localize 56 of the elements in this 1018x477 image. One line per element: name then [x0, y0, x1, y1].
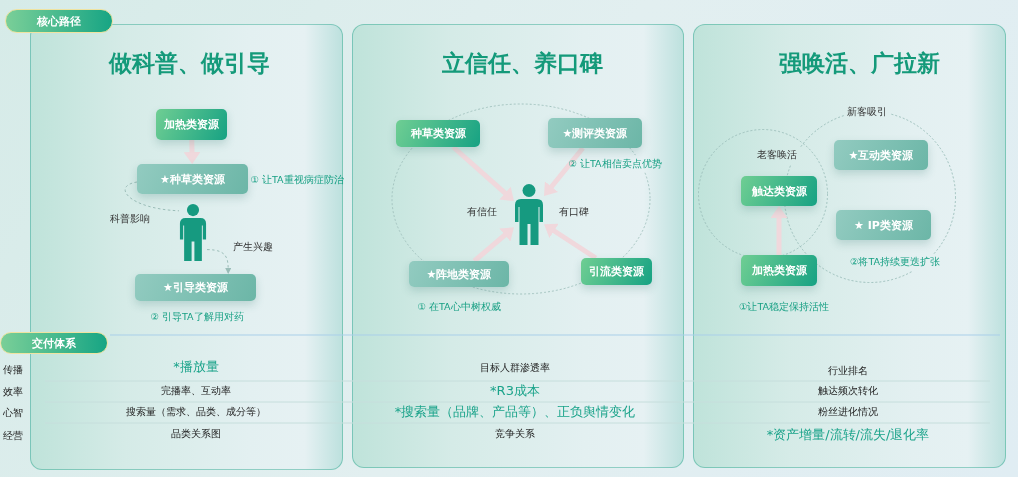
- resource-card: 触达类资源: [741, 176, 817, 206]
- metric-text: 行业排名: [828, 365, 868, 377]
- metric-text: 完播率、互动率: [161, 385, 231, 397]
- goal-note: ② 让TA相信卖点优势: [568, 158, 662, 170]
- goal-note: ① 在TA心中树权威: [417, 301, 501, 313]
- person-icon: [179, 204, 207, 261]
- arrow: [183, 139, 201, 165]
- person-icon: [514, 184, 544, 245]
- goal-note: ② 引导TA了解用对药: [150, 311, 244, 323]
- resource-card: 加热类资源: [156, 109, 227, 140]
- row-header: 经营: [3, 430, 23, 442]
- metric-text: 搜索量（需求、品类、成分等）: [126, 406, 266, 418]
- arrow: [472, 225, 516, 263]
- key-metric: *资产增量/流转/流失/退化率: [766, 427, 930, 443]
- key-metric: *播放量: [173, 359, 219, 375]
- metric-text: 品类关系图: [171, 428, 221, 440]
- section-tab: 核心路径: [5, 9, 113, 33]
- metric-text: 目标人群渗透率: [480, 362, 550, 374]
- goal-note: ①让TA稳定保持活性: [738, 301, 830, 313]
- resource-card: 引流类资源: [581, 258, 652, 285]
- resource-card: ★测评类资源: [548, 118, 642, 148]
- metric-text: 触达频次转化: [818, 385, 878, 397]
- resource-card: ★ IP类资源: [836, 210, 931, 240]
- resource-card: ★互动类资源: [834, 140, 928, 170]
- row-header: 效率: [3, 386, 23, 398]
- resource-card: ★引导类资源: [135, 274, 256, 301]
- status-label: 有信任: [467, 206, 497, 218]
- arrow: [542, 146, 585, 198]
- section-tab: 交付体系: [0, 332, 108, 354]
- resource-card: ★种草类资源: [137, 164, 248, 194]
- arrow: [770, 206, 788, 255]
- row-header: 心智: [3, 407, 23, 419]
- arrow: [542, 222, 598, 261]
- resource-card: 加热类资源: [741, 255, 817, 286]
- dashed-arrow: [206, 249, 232, 275]
- metric-text: 粉丝进化情况: [818, 406, 878, 418]
- goal-note: ②将TA持续更迭扩张: [849, 256, 941, 268]
- arrow: [451, 145, 516, 203]
- circle-label: 老客唤活: [757, 149, 797, 161]
- edge-label: 产生兴趣: [233, 241, 273, 253]
- panel-heading: 做科普、做引导: [108, 49, 270, 77]
- goal-note: ① 让TA重视病症防治: [250, 174, 344, 186]
- circle-label: 新客吸引: [847, 106, 887, 118]
- key-metric: *R3成本: [490, 383, 540, 399]
- metric-text: 竞争关系: [495, 428, 535, 440]
- dashed-line: [124, 181, 180, 212]
- row-header: 传播: [3, 364, 23, 376]
- key-metric: *搜索量（品牌、产品等）、正负舆情变化: [394, 404, 636, 420]
- resource-card: 种草类资源: [396, 120, 480, 147]
- panel-heading: 强唤活、广拉新: [778, 49, 940, 77]
- resource-card: ★阵地类资源: [409, 261, 509, 287]
- status-label: 有口碑: [559, 206, 589, 218]
- content-panel: [693, 24, 1006, 468]
- panel-heading: 立信任、养口碑: [441, 49, 603, 77]
- edge-label: 科普影响: [110, 213, 150, 225]
- content-panel: [352, 24, 684, 468]
